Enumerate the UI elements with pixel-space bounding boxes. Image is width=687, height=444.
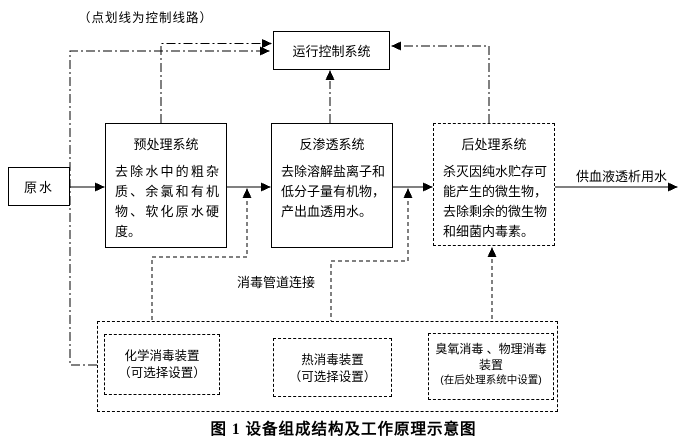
pipe-line-heat [330,197,409,338]
node-post-treatment: 后处理系统 杀灭因纯水贮存可能产生的微生物，去除剩余的微生物和细菌内毒素。 [433,123,555,246]
arrow-control-from-pretreat-icon [262,39,272,48]
arrow-control-from-post-icon [391,41,401,51]
arrow-control-from-ro-icon [325,70,335,80]
node-chemical-disinfect-title: 化学消毒装置 [124,349,200,363]
figure-caption: 图 1 设备组成结构及工作原理示意图 [210,421,477,438]
disinfect-pipe-label: 消毒管道连接 [237,275,316,290]
node-ozone-disinfect-title2: 装置 [478,358,503,372]
control-line-raw [69,50,260,366]
arrow-into-post-icon [423,182,433,192]
control-lines [69,42,490,366]
arrow-heat-up-icon [403,188,413,198]
node-raw-water: 原水 [8,167,70,206]
node-heat-disinfect-note: （可选择设置） [288,370,377,384]
node-raw-water-label: 原水 [23,180,54,195]
node-post-treatment-title: 后处理系统 [461,137,527,152]
control-line-post [401,45,490,123]
node-control-system: 运行控制系统 [273,31,390,70]
node-chemical-disinfect: 化学消毒装置 （可选择设置） [104,334,220,395]
node-ozone-disinfect-title: 臭氧消毒 、物理消毒 [435,342,547,356]
arrow-chemical-up-icon [242,188,252,198]
node-ozone-disinfect: 臭氧消毒 、物理消毒 装置 (在后处理系统中设置) [428,333,554,400]
legend-note: （点划线为控制线路） [78,11,214,25]
node-heat-disinfect-title: 热消毒装置 [301,353,364,367]
output-water-label: 供血液透析用水 [576,169,668,184]
control-line-pretreat [160,42,262,123]
arrow-into-ro-icon [261,182,271,192]
node-reverse-osmosis: 反渗透系统 去除溶解盐离子和低分子量有机物，产出血透用水。 [271,123,393,248]
node-reverse-osmosis-desc: 去除溶解盐离子和低分子量有机物，产出血透用水。 [281,164,386,219]
pipe-line-chemical [151,197,248,334]
node-pretreatment-desc: 去除水中的粗杂质、余氯和有机物、软化原水硬度。 [115,164,219,239]
node-reverse-osmosis-title: 反渗透系统 [299,137,365,152]
node-pretreatment: 预处理系统 去除水中的粗杂质、余氯和有机物、软化原水硬度。 [105,123,227,248]
node-control-system-label: 运行控制系统 [292,44,371,59]
node-chemical-disinfect-note: （可选择设置） [118,366,206,380]
arrow-into-pretreat-icon [95,182,105,192]
node-post-treatment-desc: 杀灭因纯水贮存可能产生的微生物，去除剩余的微生物和细菌内毒素。 [443,164,548,239]
disinfect-lines [151,197,493,338]
node-heat-disinfect: 热消毒装置 （可选择设置） [273,338,392,397]
node-ozone-disinfect-note: (在后处理系统中设置) [440,374,542,386]
arrow-ozone-up-icon [487,247,497,257]
arrow-control-from-raw-icon [260,46,270,56]
node-pretreatment-title: 预处理系统 [133,137,199,152]
arrow-output-icon [668,182,678,192]
arrowheads [95,39,678,257]
